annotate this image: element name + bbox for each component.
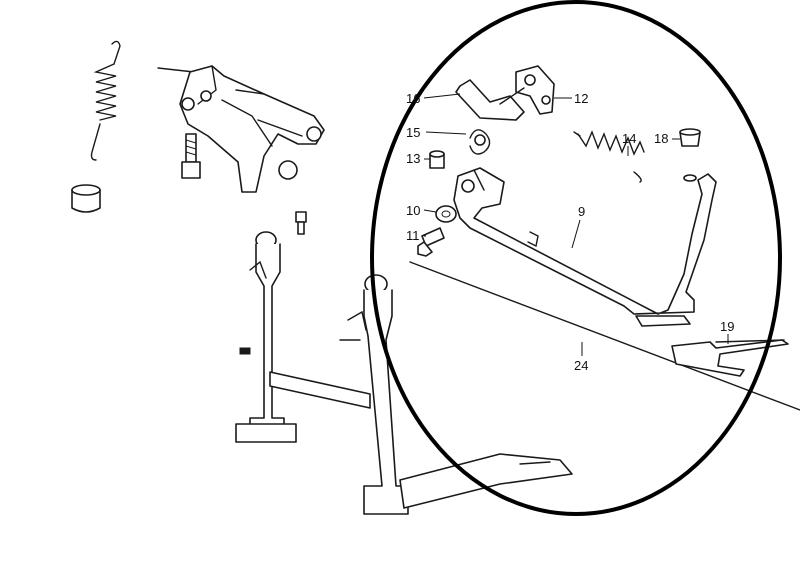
pivot-bushing-icon <box>435 205 457 223</box>
callout-10: 10 <box>406 203 437 218</box>
callout-11: 11 <box>406 228 426 243</box>
callout-15: 15 <box>406 125 467 140</box>
bushing-small-icon <box>429 150 445 169</box>
callout-19: 19 <box>720 319 734 344</box>
callout-13: 13 <box>406 151 430 166</box>
side-stand-icon <box>453 167 717 327</box>
kill-switch-plate-icon <box>671 339 789 377</box>
bushing-icon <box>71 184 101 213</box>
callout-19-label: 19 <box>720 319 734 334</box>
side-stand-spring-icon <box>573 130 645 183</box>
center-stand-icon <box>235 231 573 515</box>
callout-15-label: 15 <box>406 125 420 140</box>
highlight-circle <box>370 0 782 516</box>
bolt-icon <box>181 133 201 179</box>
circlip-icon <box>469 129 491 155</box>
callout-18: 18 <box>654 131 680 146</box>
callout-24-label: 24 <box>574 358 588 373</box>
callout-9-label: 9 <box>578 204 585 219</box>
callout-14: 14 <box>622 131 636 156</box>
callout-12-label: 12 <box>574 91 588 106</box>
callout-14-label: 14 <box>622 131 636 146</box>
callout-18-label: 18 <box>654 131 668 146</box>
callout-11-label: 11 <box>406 228 420 243</box>
reference-line <box>409 261 800 411</box>
pivot-bolt-icon <box>417 227 445 257</box>
callout-13-label: 13 <box>406 151 420 166</box>
rubber-buffer-icon <box>679 128 701 147</box>
center-stand-bracket-icon <box>157 65 325 193</box>
callout-9: 9 <box>571 204 585 249</box>
switch-plate-icon <box>455 65 555 121</box>
return-spring-icon <box>90 40 121 161</box>
callout-24: 24 <box>574 342 588 373</box>
callout-16-label: 16 <box>406 91 420 106</box>
grease-nipple-icon <box>295 211 307 235</box>
callout-12: 12 <box>554 91 588 106</box>
callout-10-label: 10 <box>406 203 420 218</box>
callout-16: 16 <box>406 91 461 106</box>
